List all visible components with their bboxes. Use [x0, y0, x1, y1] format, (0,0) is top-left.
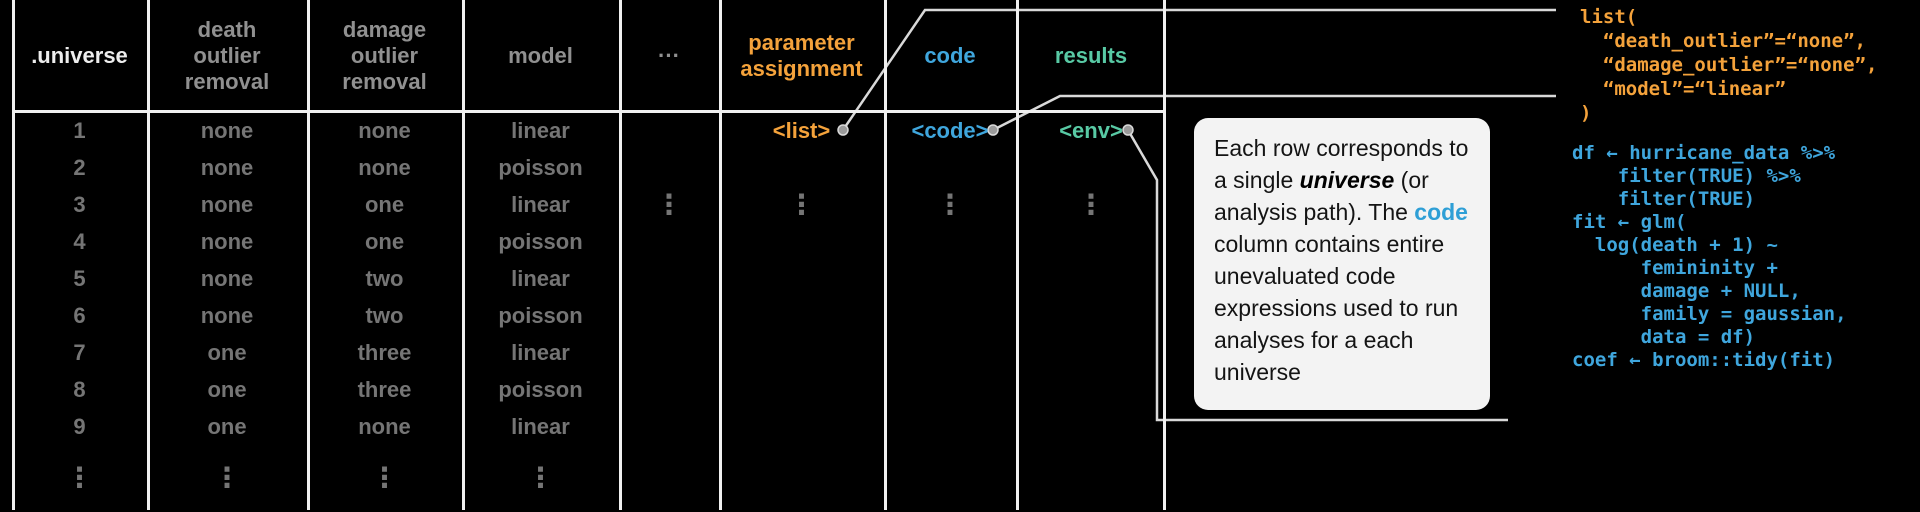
cell-damage-outlier: none	[358, 117, 411, 143]
cell-universe: 4	[73, 228, 86, 254]
cell-death-outlier: none	[200, 302, 254, 328]
cell-damage-outlier: two	[365, 265, 404, 291]
table-vline	[619, 0, 622, 510]
ellipsis-model: ⋮	[526, 461, 555, 494]
cell-damage-outlier: none	[358, 154, 411, 180]
cell-universe: 9	[73, 413, 86, 439]
table-vline	[307, 0, 310, 510]
cell-death-outlier: none	[200, 191, 254, 217]
header-damage-outlier-removal: damage outlier removal	[342, 17, 427, 94]
header-more-columns: ···	[658, 43, 680, 68]
code-tag: <code>	[911, 117, 989, 143]
connector-list-to-parameter-code	[841, 8, 1556, 131]
parameter-list-code-block: list( “death_outlier”=“none”, “damage_ou…	[1580, 6, 1878, 124]
cell-model: poisson	[498, 302, 583, 328]
universe-emphasis: universe	[1299, 167, 1395, 193]
header-results: results	[1054, 43, 1128, 68]
connector-env-to-results	[1126, 129, 1508, 422]
header-model: model	[508, 43, 573, 68]
header-universe: .universe	[31, 43, 128, 68]
env-tag: <env>	[1059, 117, 1123, 143]
multiverse-table: .universe death outlier removal damage o…	[12, 0, 1166, 510]
cell-universe: 7	[73, 339, 86, 365]
ellipsis-results: ⋮	[1077, 188, 1105, 221]
cell-universe: 8	[73, 376, 86, 402]
header-parameter-assignment: parameter assignment	[740, 30, 863, 81]
cell-universe: 6	[73, 302, 86, 328]
cell-damage-outlier: three	[357, 339, 412, 365]
cell-model: linear	[511, 413, 570, 439]
explanation-callout: Each row corresponds to a single univers…	[1194, 118, 1490, 410]
table-vline	[1016, 0, 1019, 510]
cell-damage-outlier: none	[358, 413, 411, 439]
ellipsis-more-columns: ⋮	[655, 188, 683, 221]
ellipsis-code: ⋮	[936, 188, 964, 221]
table-header-underline	[12, 110, 1166, 113]
cell-universe: 5	[73, 265, 86, 291]
cell-death-outlier: none	[200, 228, 254, 254]
table-vline	[884, 0, 887, 510]
cell-universe: 1	[73, 117, 86, 143]
cell-death-outlier: one	[207, 376, 247, 402]
callout-text-segment: column contains entire unevaluated code …	[1214, 231, 1459, 385]
ellipsis-damage: ⋮	[370, 461, 399, 494]
cell-damage-outlier: one	[364, 228, 405, 254]
cell-death-outlier: one	[207, 339, 247, 365]
cell-death-outlier: none	[200, 154, 254, 180]
cell-model: linear	[511, 265, 570, 291]
header-code: code	[924, 43, 976, 68]
list-tag: <list>	[772, 117, 831, 143]
cell-model: poisson	[498, 154, 583, 180]
cell-damage-outlier: one	[364, 191, 405, 217]
cell-model: linear	[511, 191, 570, 217]
cell-damage-outlier: two	[365, 302, 404, 328]
ellipsis-death: ⋮	[213, 461, 241, 494]
cell-model: poisson	[498, 376, 583, 402]
cell-model: linear	[511, 117, 570, 143]
cell-death-outlier: one	[207, 413, 247, 439]
cell-model: linear	[511, 339, 570, 365]
table-vline	[462, 0, 465, 510]
cell-damage-outlier: three	[357, 376, 412, 402]
cell-universe: 2	[73, 154, 86, 180]
connector-dot-env	[1122, 124, 1134, 136]
callout-text-segment: (or analysis path). The	[1214, 167, 1429, 225]
ellipsis-universe: ⋮	[65, 461, 94, 494]
cell-death-outlier: none	[200, 265, 254, 291]
code-emphasis: code	[1414, 199, 1468, 225]
header-death-outlier-removal: death outlier removal	[184, 17, 270, 94]
connector-dot-list	[837, 124, 849, 136]
cell-model: poisson	[498, 228, 583, 254]
table-vline	[147, 0, 150, 510]
connector-dot-code	[987, 124, 999, 136]
r-code-block: df ← hurricane_data %>% filter(TRUE) %>%…	[1572, 142, 1847, 371]
table-vline	[12, 0, 15, 510]
ellipsis-parameter: ⋮	[787, 188, 816, 221]
connector-code-to-r-code	[992, 94, 1556, 132]
table-vline	[719, 0, 722, 510]
table-vline	[1163, 0, 1166, 510]
callout-text: Each row corresponds to a single univers…	[1214, 132, 1470, 388]
callout-text-segment: Each row corresponds to a single	[1214, 135, 1469, 193]
cell-universe: 3	[73, 191, 86, 217]
cell-death-outlier: none	[200, 117, 254, 143]
